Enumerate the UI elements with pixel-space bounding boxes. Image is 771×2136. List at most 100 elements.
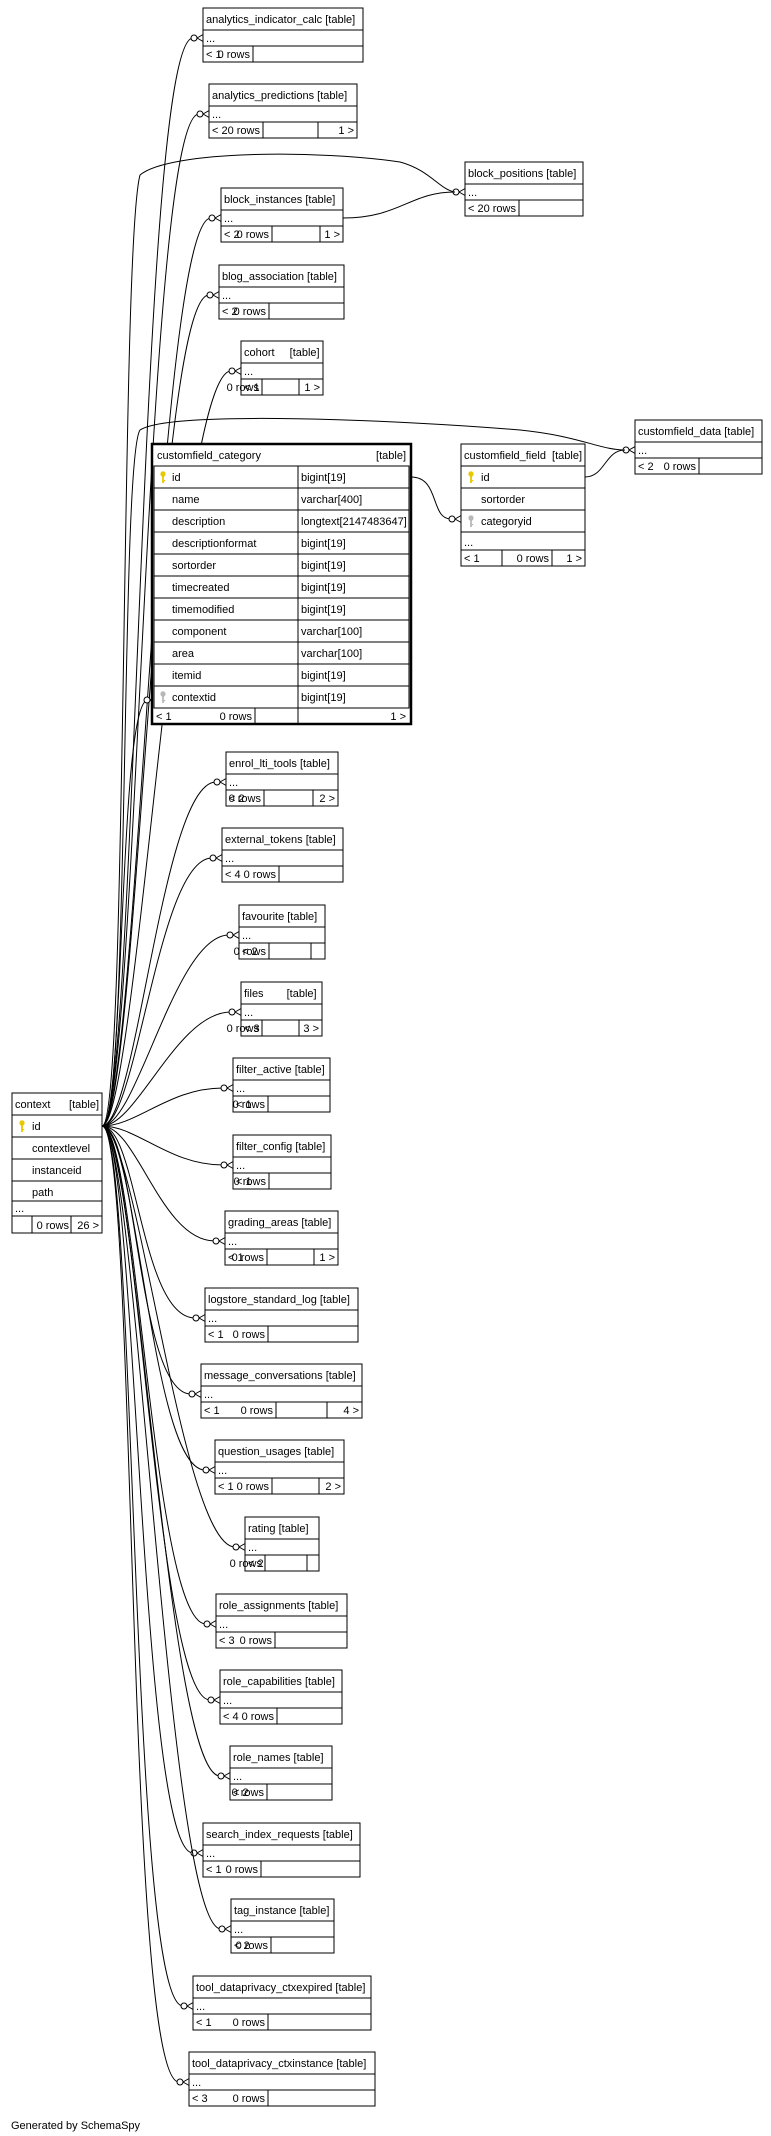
children-count: 2 >	[325, 1481, 341, 1493]
parents-count: < 2	[468, 203, 484, 215]
column-type: bigint[19]	[301, 604, 346, 616]
table-analytics-indicator-calc[interactable]: analytics_indicator_calc [table]...< 10 …	[202, 7, 364, 63]
parents-count: < 4	[225, 869, 241, 881]
table-customfield-field[interactable]: customfield_field[table]idsortordercateg…	[460, 443, 586, 567]
row-count: 0 rows	[234, 306, 267, 318]
parents-count: < 2	[222, 306, 238, 318]
table-tag-instance[interactable]: tag_instance [table]...< 20 rows	[230, 1898, 335, 1954]
more-columns-ellipsis: ...	[468, 187, 477, 199]
crowfoot-marker	[217, 1771, 232, 1781]
table-type-label: [table]	[376, 450, 406, 462]
parents-count: < 1	[208, 1329, 224, 1341]
table-name: search_index_requests [table]	[206, 1829, 353, 1841]
table-type-label: [table]	[287, 911, 317, 923]
parents-count: < 2	[234, 1940, 250, 1952]
edge-customfield-category-field	[410, 476, 452, 520]
table-tool-dataprivacy-ctxexpired[interactable]: tool_dataprivacy_ctxexpired [table]...< …	[192, 1975, 372, 2031]
row-count: 0 rows	[664, 461, 697, 473]
edge-context-block-positions	[101, 153, 456, 1127]
edge-context-analytics-indicator-calc	[101, 37, 194, 1127]
crowfoot-marker	[196, 109, 211, 119]
parents-count: < 1	[236, 1099, 252, 1111]
parents-count: < 2	[638, 461, 654, 473]
row-count: 0 rows	[220, 711, 253, 723]
column-id: id	[481, 472, 490, 484]
table-filter-active[interactable]: filter_active [table]...< 10 rows	[232, 1057, 331, 1113]
table-type-label: [table]	[287, 988, 317, 1000]
more-columns-ellipsis: ...	[204, 1389, 213, 1401]
table-tool-dataprivacy-ctxinstance[interactable]: tool_dataprivacy_ctxinstance [table]...<…	[188, 2051, 376, 2107]
column-component: component	[172, 626, 226, 638]
row-count: 0 rows	[218, 49, 251, 61]
table-type-label: [table]	[295, 1141, 325, 1153]
children-count: 26 >	[77, 1220, 99, 1232]
crowfoot-marker	[207, 1695, 222, 1705]
row-count: 0 rows	[234, 1176, 267, 1188]
row-count: 0 rows	[484, 203, 517, 215]
table-type-label: [table]	[317, 90, 347, 102]
column-path: path	[32, 1187, 53, 1199]
table-role-names[interactable]: role_names [table]...< 20 rows	[229, 1745, 333, 1801]
column-area: area	[172, 648, 195, 660]
children-count: 3 >	[303, 1023, 319, 1035]
more-columns-ellipsis: ...	[638, 445, 647, 457]
primary-key-icon	[468, 471, 474, 483]
more-columns-ellipsis: ...	[244, 366, 253, 378]
parents-count: < 1	[244, 382, 260, 394]
row-count: 0 rows	[232, 1787, 265, 1799]
table-type-label: [table]	[724, 426, 754, 438]
children-count: 1 >	[304, 382, 320, 394]
table-blog-association[interactable]: blog_association [table]...< 20 rows	[218, 264, 345, 320]
row-count: 0 rows	[228, 125, 261, 137]
table-name: role_assignments [table]	[219, 1600, 338, 1612]
crowfoot-marker	[192, 1313, 207, 1323]
more-columns-ellipsis: ...	[212, 109, 221, 121]
table-type-label: [table]	[307, 271, 337, 283]
table-type-label: [table]	[326, 1370, 356, 1382]
table-type-label: [table]	[325, 14, 355, 26]
table-name: favourite [table]	[242, 911, 317, 923]
edge-context-enrol-lti-tools	[101, 781, 217, 1127]
table-favourite[interactable]: favourite [table]...< 20 rows	[234, 904, 326, 960]
table-name: logstore_standard_log [table]	[208, 1294, 350, 1306]
table-name: role_capabilities [table]	[223, 1676, 335, 1688]
crowfoot-marker	[228, 366, 243, 376]
table-type-label: [table]	[295, 1064, 325, 1076]
table-name: external_tokens [table]	[225, 834, 336, 846]
table-filter-config[interactable]: filter_config [table]...< 10 rows	[232, 1134, 332, 1190]
edge-context-role-assignments	[101, 1125, 207, 1625]
crowfoot-marker	[212, 1236, 227, 1246]
table-rating[interactable]: rating [table]...< 20 rows	[230, 1516, 320, 1572]
edge-context-analytics-predictions	[101, 113, 200, 1127]
more-columns-ellipsis: ...	[244, 1007, 253, 1019]
table-name: analytics_predictions [table]	[212, 90, 347, 102]
table-context[interactable]: context[table]idcontextlevelinstanceidpa…	[11, 1092, 103, 1234]
column-itemid: itemid	[172, 670, 201, 682]
parents-count: < 2	[233, 1787, 249, 1799]
table-type-label: [table]	[299, 1905, 329, 1917]
parents-count: < 1	[236, 1176, 252, 1188]
row-count: 0 rows	[230, 1558, 263, 1570]
more-columns-ellipsis: ...	[225, 853, 234, 865]
column-type: bigint[19]	[301, 538, 346, 550]
table-nodes: analytics_indicator_calc [table]...< 10 …	[11, 7, 763, 2107]
row-count: 0 rows	[244, 869, 277, 881]
edge-context-tool-dataprivacy-ctxinstance	[101, 1125, 180, 2083]
table-name: role_names [table]	[233, 1752, 324, 1764]
